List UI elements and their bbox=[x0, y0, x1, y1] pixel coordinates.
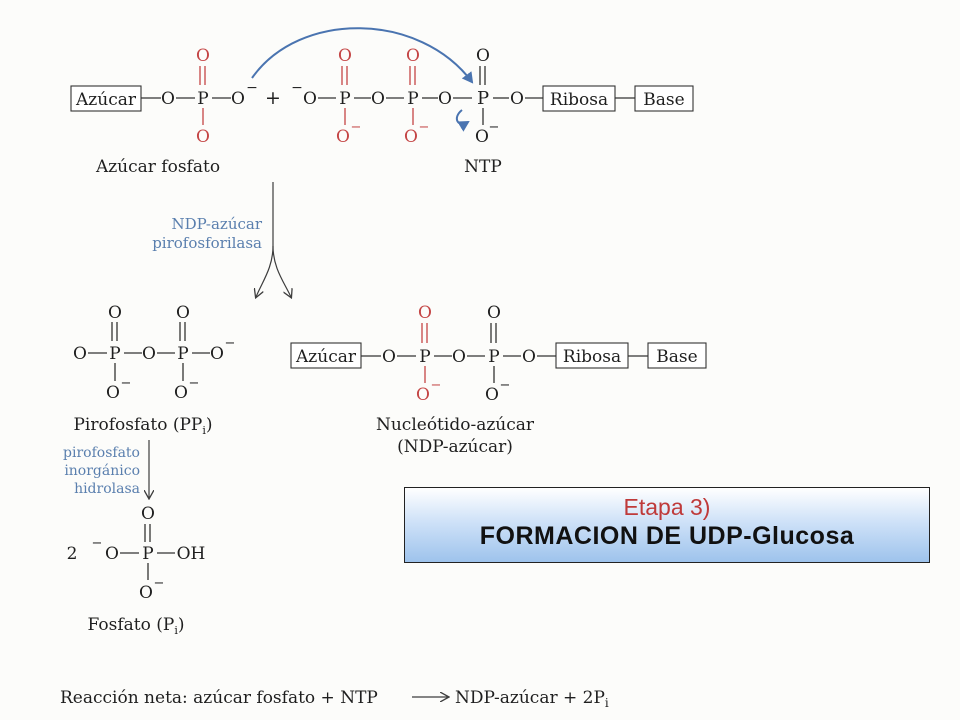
svg-text:O: O bbox=[174, 383, 188, 403]
svg-text:P: P bbox=[488, 347, 499, 367]
svg-text:O: O bbox=[475, 127, 489, 147]
svg-text:−: − bbox=[154, 576, 165, 591]
leaving-group-arrow bbox=[455, 109, 470, 132]
svg-text:P: P bbox=[142, 544, 153, 564]
svg-text:O: O bbox=[406, 46, 420, 66]
hydrolase-label-line2: inorgánico bbox=[64, 463, 140, 479]
svg-text:O: O bbox=[336, 127, 350, 147]
svg-text:Azúcar: Azúcar bbox=[295, 347, 357, 367]
stoich-coefficient: 2 bbox=[67, 544, 78, 564]
base-box-label: Base bbox=[643, 90, 684, 110]
svg-text:−: − bbox=[419, 120, 430, 135]
stage-banner: Etapa 3) FORMACION DE UDP-Glucosa bbox=[404, 487, 930, 563]
svg-text:O: O bbox=[416, 385, 430, 405]
sugar-box bbox=[70, 85, 142, 112]
stage-banner-step: Etapa 3) bbox=[623, 494, 711, 520]
oxygen-red: O bbox=[196, 46, 210, 66]
svg-text:O: O bbox=[487, 303, 501, 323]
caption-sugar-phosphate: Azúcar fosfato bbox=[95, 157, 220, 177]
ribose-box bbox=[542, 85, 616, 112]
svg-text:O: O bbox=[510, 89, 524, 109]
oxygen: O bbox=[161, 89, 175, 109]
svg-text:O: O bbox=[371, 89, 385, 109]
svg-text:OH: OH bbox=[177, 544, 206, 564]
phosphate-molecule: 2 − O P O O − OH bbox=[67, 504, 206, 603]
reaction-arrow-right bbox=[272, 245, 291, 297]
svg-text:P: P bbox=[339, 89, 350, 109]
phosphorus: P bbox=[197, 89, 208, 109]
caption-ndp-sugar-abbrev: (NDP-azúcar) bbox=[397, 437, 513, 457]
sugar-box-label: Azúcar bbox=[75, 90, 137, 110]
svg-text:−: − bbox=[351, 120, 362, 135]
enzyme-label-line2: pirofosforilasa bbox=[152, 234, 262, 252]
svg-text:O: O bbox=[382, 347, 396, 367]
stage-banner-title: FORMACION DE UDP-Glucosa bbox=[479, 522, 855, 550]
charge-minus: − bbox=[246, 80, 258, 96]
svg-text:O: O bbox=[452, 347, 466, 367]
svg-text:P: P bbox=[177, 344, 188, 364]
svg-text:−: − bbox=[291, 80, 303, 96]
enzyme-label-line1: NDP-azúcar bbox=[171, 215, 262, 233]
sugar-phosphate-molecule: Azúcar O P O O O − bbox=[70, 46, 258, 147]
svg-text:P: P bbox=[477, 88, 489, 109]
svg-text:−: − bbox=[489, 120, 500, 135]
oxygen-red: O bbox=[196, 127, 210, 147]
oxygen: O bbox=[231, 89, 245, 109]
hydrolase-label-line1: pirofosfato bbox=[63, 445, 140, 461]
svg-text:Base: Base bbox=[656, 347, 697, 367]
attack-arrow bbox=[251, 27, 474, 84]
ndp-sugar-molecule: Azúcar O P O O − O P O O − O Ribosa Base bbox=[290, 303, 707, 405]
svg-text:−: − bbox=[92, 536, 103, 551]
svg-text:O: O bbox=[438, 89, 452, 109]
ndp-ribose-box bbox=[555, 342, 629, 369]
hydrolase-label-line3: hidrolasa bbox=[74, 481, 140, 497]
svg-text:O: O bbox=[73, 344, 87, 364]
svg-text:O: O bbox=[303, 89, 317, 109]
svg-text:P: P bbox=[109, 344, 120, 364]
svg-text:O: O bbox=[476, 46, 490, 66]
caption-ndp-sugar: Nucleótido-azúcar bbox=[376, 415, 535, 435]
svg-text:Ribosa: Ribosa bbox=[563, 347, 621, 367]
svg-text:P: P bbox=[419, 347, 430, 367]
reaction-arrow-left bbox=[256, 245, 274, 297]
svg-text:P: P bbox=[407, 89, 418, 109]
ribose-box-label: Ribosa bbox=[550, 90, 608, 110]
net-reaction-products: NDP-azúcar + 2Pi bbox=[455, 688, 609, 710]
ntp-molecule: − O P O O − O P O O − O P O O − O Ribosa bbox=[291, 46, 694, 147]
svg-text:−: − bbox=[500, 378, 511, 393]
svg-text:−: − bbox=[431, 378, 442, 393]
svg-text:O: O bbox=[142, 344, 156, 364]
net-reaction-reactants: Reacción neta: azúcar fosfato + NTP bbox=[60, 688, 378, 708]
svg-text:O: O bbox=[418, 303, 432, 323]
svg-text:O: O bbox=[141, 504, 155, 524]
svg-text:O: O bbox=[108, 303, 122, 323]
svg-text:O: O bbox=[338, 46, 352, 66]
pyrophosphate-molecule: O P O O − O P O O − O − bbox=[73, 303, 235, 403]
svg-text:O: O bbox=[106, 383, 120, 403]
svg-text:O: O bbox=[210, 344, 224, 364]
caption-pyrophosphate: Pirofosfato (PPi) bbox=[73, 415, 212, 437]
svg-text:O: O bbox=[404, 127, 418, 147]
svg-text:O: O bbox=[105, 544, 119, 564]
ndp-base-box bbox=[647, 342, 707, 369]
svg-text:−: − bbox=[121, 376, 132, 391]
svg-text:−: − bbox=[225, 336, 236, 351]
caption-phosphate: Fosfato (Pi) bbox=[88, 615, 185, 637]
svg-text:O: O bbox=[522, 347, 536, 367]
svg-text:−: − bbox=[189, 376, 200, 391]
svg-text:O: O bbox=[485, 385, 499, 405]
base-box bbox=[634, 85, 694, 112]
svg-text:O: O bbox=[176, 303, 190, 323]
caption-ntp: NTP bbox=[464, 157, 502, 177]
plus-sign: + bbox=[265, 87, 281, 109]
svg-text:O: O bbox=[139, 583, 153, 603]
